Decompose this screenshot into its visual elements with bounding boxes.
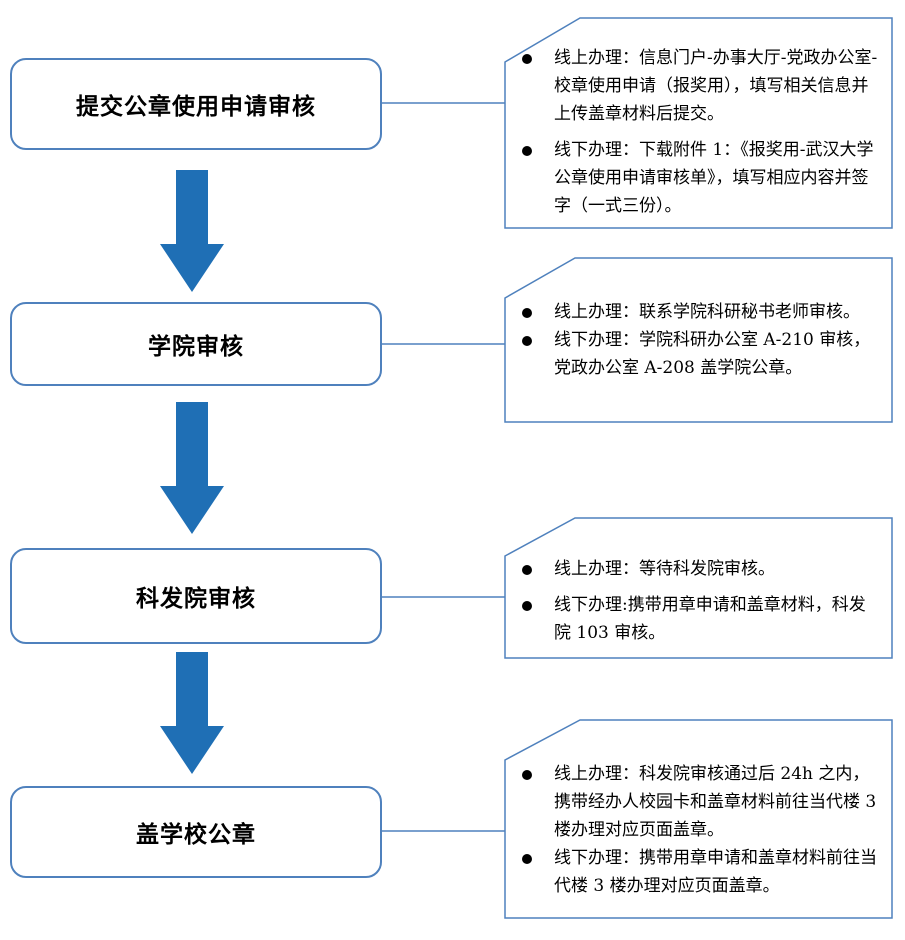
step-label-3: 科发院审核 (136, 586, 256, 612)
note-box-4 (504, 719, 893, 919)
step-label-1: 提交公章使用申请审核 (76, 94, 316, 120)
step-box-4: 盖学校公章 (10, 786, 382, 878)
note-list-4: 线上办理：科发院审核通过后 24h 之内，携带经办人校园卡和盖章材料前往当代楼 … (516, 760, 878, 900)
step-box-2: 学院审核 (10, 302, 382, 386)
arrow-down-1 (160, 170, 224, 292)
note-item: 线下办理：学院科研办公室 A-210 审核，党政办公室 A-208 盖学院公章。 (516, 326, 878, 382)
note-item: 线上办理：联系学院科研秘书老师审核。 (516, 298, 878, 326)
note-list-3: 线上办理：等待科发院审核。 线下办理:携带用章申请和盖章材料，科发院 103 审… (516, 555, 878, 647)
note-item: 线下办理：下载附件 1：《报奖用-武汉大学公章使用申请审核单》，填写相应内容并签… (516, 136, 878, 220)
note-box-2 (504, 257, 893, 423)
note-item: 线上办理：科发院审核通过后 24h 之内，携带经办人校园卡和盖章材料前往当代楼 … (516, 760, 878, 844)
note-item: 线上办理：信息门户-办事大厅-党政办公室-校章使用申请（报奖用），填写相关信息并… (516, 44, 878, 128)
note-list-1: 线上办理：信息门户-办事大厅-党政办公室-校章使用申请（报奖用），填写相关信息并… (516, 44, 878, 220)
note-box-3 (504, 517, 893, 659)
step-box-1: 提交公章使用申请审核 (10, 58, 382, 150)
note-item: 线下办理：携带用章申请和盖章材料前往当代楼 3 楼办理对应页面盖章。 (516, 844, 878, 900)
note-list-2: 线上办理：联系学院科研秘书老师审核。 线下办理：学院科研办公室 A-210 审核… (516, 298, 878, 382)
step-box-3: 科发院审核 (10, 548, 382, 644)
arrow-down-2 (160, 402, 224, 534)
step-label-2: 学院审核 (148, 334, 244, 360)
note-item: 线下办理:携带用章申请和盖章材料，科发院 103 审核。 (516, 591, 878, 647)
note-item: 线上办理：等待科发院审核。 (516, 555, 878, 583)
step-label-4: 盖学校公章 (136, 822, 256, 848)
note-box-1 (504, 17, 893, 229)
arrow-down-3 (160, 652, 224, 774)
